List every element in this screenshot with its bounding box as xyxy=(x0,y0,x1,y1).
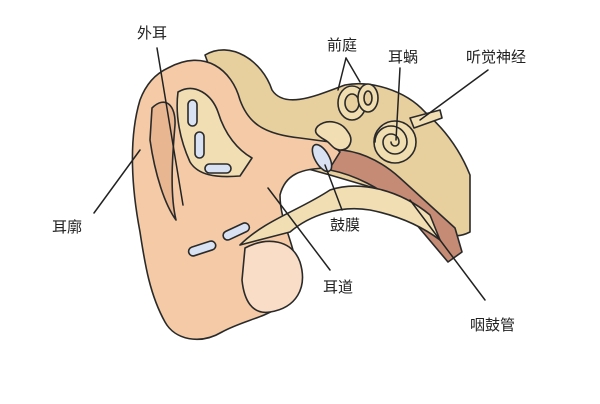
label-outer-ear: 外耳 xyxy=(137,24,168,42)
label-auditory-nerve: 听觉神经 xyxy=(466,48,527,66)
label-ear-canal: 耳道 xyxy=(323,278,354,296)
ossicles xyxy=(314,120,352,151)
leader-eustachian-tube xyxy=(409,199,486,301)
label-eustachian-tube: 咽鼓管 xyxy=(470,316,516,334)
leader-auricle-a xyxy=(93,149,141,214)
cartilage-3 xyxy=(204,163,232,174)
concha xyxy=(241,240,304,314)
label-cochlea: 耳蜗 xyxy=(388,48,419,66)
vestibule xyxy=(337,83,379,121)
cartilage-2 xyxy=(194,131,205,159)
ear-canal-wall xyxy=(239,185,441,246)
cochlea xyxy=(373,120,417,164)
leader-vestibule-b xyxy=(345,57,361,83)
leader-outer-ear xyxy=(156,47,184,206)
leader-auditory-nerve xyxy=(419,69,489,121)
leader-vestibule-a xyxy=(337,57,347,91)
leader-eardrum xyxy=(324,164,343,211)
helix-fold xyxy=(149,101,177,221)
cartilage-4 xyxy=(187,240,217,257)
label-vestibule: 前庭 xyxy=(327,36,358,54)
cartilage-1 xyxy=(187,99,198,127)
eardrum xyxy=(311,143,333,173)
eustachian-tube-tissue xyxy=(329,149,463,263)
leader-ear-canal xyxy=(267,187,331,271)
leader-cochlea xyxy=(395,67,401,141)
cartilage-5 xyxy=(222,222,251,241)
label-eardrum: 鼓膜 xyxy=(330,216,361,234)
label-auricle: 耳廓 xyxy=(52,218,83,236)
